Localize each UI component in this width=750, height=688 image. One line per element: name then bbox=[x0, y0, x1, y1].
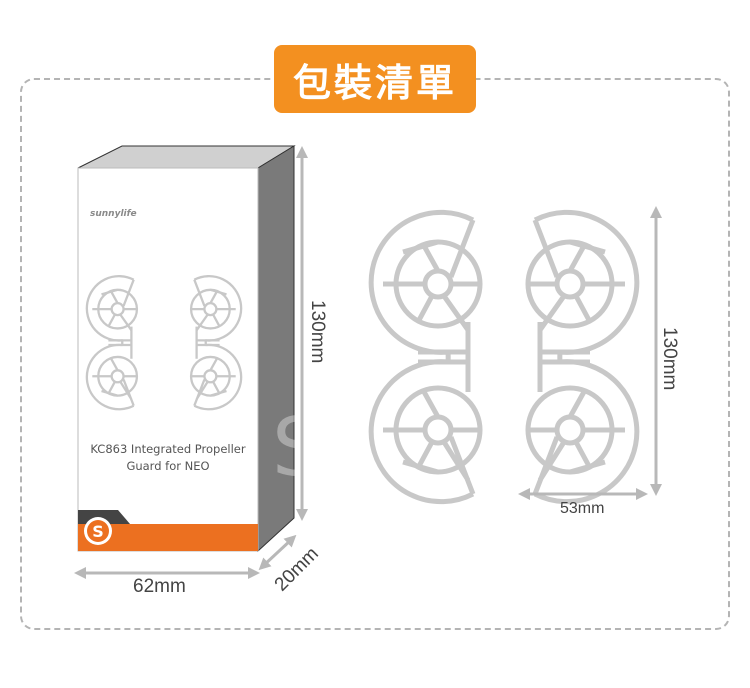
package-contents-title: 包裝清單 bbox=[274, 45, 476, 113]
watermark: S bbox=[272, 401, 323, 494]
box-front-face bbox=[77, 167, 259, 552]
box-width-label: 62mm bbox=[133, 576, 186, 597]
guard-width-label: 53mm bbox=[560, 500, 604, 517]
box-logo-letter: S bbox=[92, 522, 104, 541]
box-top-face bbox=[77, 145, 296, 169]
guard-height-label: 130mm bbox=[659, 327, 680, 390]
product-box: S sunnylife KC863 Integrated Propeller G… bbox=[77, 145, 296, 553]
box-brand-logo: sunnylife bbox=[90, 209, 137, 219]
propeller-guard-left bbox=[371, 212, 480, 501]
box-product-name-line1: KC863 Integrated Propeller bbox=[90, 442, 246, 456]
box-product-name-line2: Guard for NEO bbox=[126, 459, 209, 473]
box-depth-arrow bbox=[258, 534, 297, 571]
box-height-label: 130mm bbox=[307, 300, 328, 363]
propeller-guard-right bbox=[528, 212, 637, 501]
